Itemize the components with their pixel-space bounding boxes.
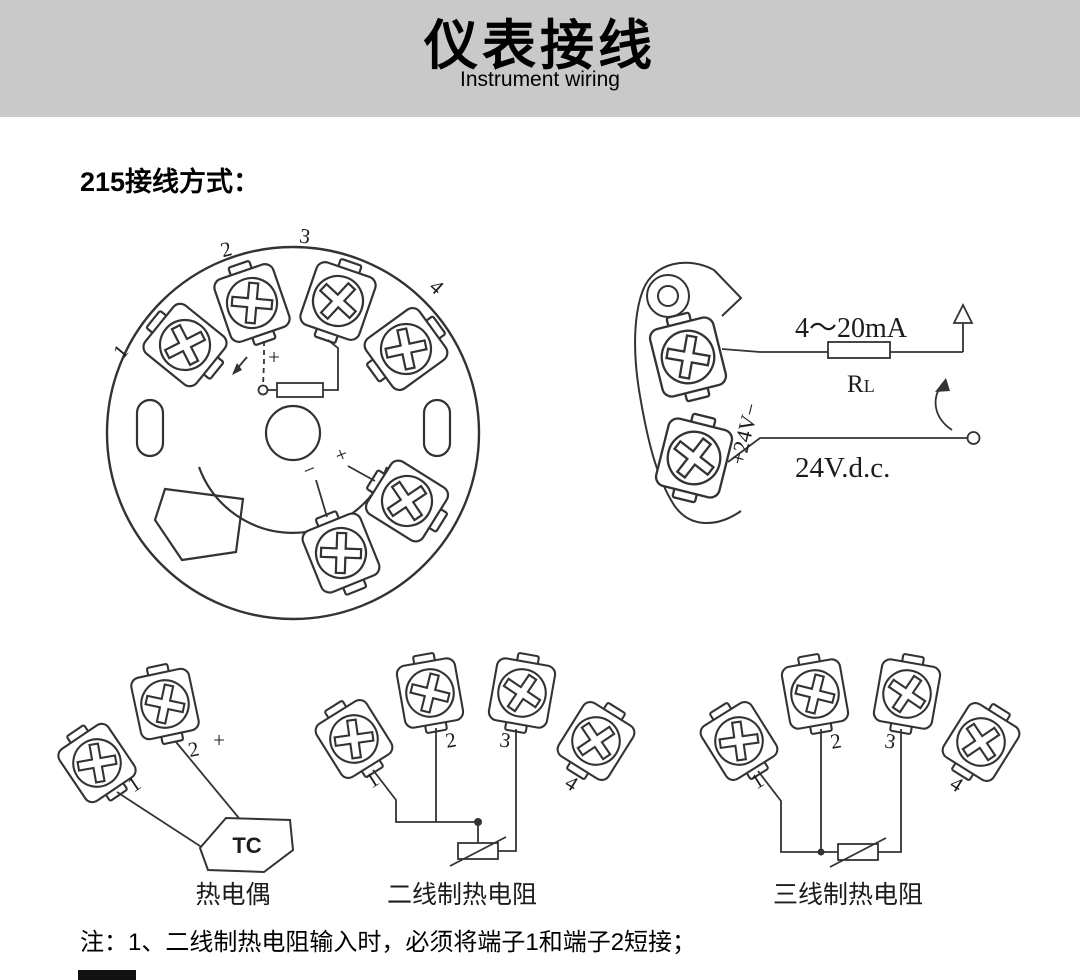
current-range-label: 4～20mA (795, 313, 908, 344)
rtd3-terminal-4-label: 4 (946, 771, 968, 797)
rtd2-terminal-2-label: 2 (444, 727, 459, 752)
tc-terminal-1-label: 1 (123, 771, 145, 797)
head-internal-wiring (232, 339, 376, 518)
supply-voltage-label: 24V.d.c. (795, 452, 890, 484)
rtd3-terminal-3-label: 3 (883, 728, 898, 753)
rtd3-terminal-4 (934, 692, 1028, 792)
head-plate-outline (105, 245, 481, 621)
head-output-terminal-minus (295, 502, 387, 604)
rtd2-terminal-3 (485, 648, 559, 738)
rtd2-terminal-4-label: 4 (561, 770, 583, 796)
tc-terminal-1 (49, 713, 145, 813)
head-slot-left (135, 398, 165, 458)
head-terminal-2-label: 2 (218, 236, 234, 262)
head-cutout (153, 487, 245, 562)
head-output-plus-label: + (331, 441, 351, 468)
head-terminal-4-label: 4 (425, 274, 449, 299)
rtd2-terminal-3-label: 3 (498, 727, 513, 752)
supply-polarity-label: +24V− (725, 400, 764, 467)
head-terminal-4 (353, 298, 459, 400)
rtd-3wire-diagram: 1 2 3 4 三线制热电阻 (692, 649, 1028, 909)
rtd2-caption: 二线制热电阻 (387, 881, 537, 909)
rtd2-terminal-4 (549, 691, 643, 791)
page-bottom-divider (78, 970, 136, 980)
loop-terminal-plus (644, 306, 732, 408)
tc-terminal-2 (127, 658, 203, 750)
rtd3-caption: 三线制热电阻 (773, 881, 923, 909)
rtd2-terminal-2 (393, 648, 467, 738)
loop-wiring (721, 302, 981, 463)
tc-wiring (116, 741, 244, 849)
head-terminal-3 (294, 251, 382, 351)
rtd3-terminal-2 (778, 649, 852, 739)
rtd3-terminal-1 (692, 691, 786, 791)
head-center-hole (264, 404, 322, 462)
rtd-2wire-diagram: 1 2 3 4 二线制热电阻 (307, 648, 643, 909)
rl-l: L (864, 376, 875, 396)
tc-caption: 热电偶 (195, 881, 270, 909)
rtd3-wiring (757, 729, 902, 868)
tc-tag-outline (198, 816, 295, 874)
tc-terminal-2-label: 2 (186, 736, 201, 762)
rtd2-terminal-1 (307, 689, 401, 789)
rl-r: R (847, 371, 864, 398)
current-loop-diagram: 4～20mA RL +24V− 24V.d.c. (634, 261, 981, 524)
bracket-outline (634, 261, 743, 524)
head-terminal-3-label: 3 (298, 223, 312, 248)
section-label: 215接线方式： (80, 167, 261, 197)
page-title: 仪表接线 (424, 16, 656, 76)
load-resistor-label: RL (847, 371, 875, 398)
thermocouple-diagram: 1 2 + TC 热电偶 (49, 658, 295, 909)
rtd3-terminal-2-label: 2 (829, 728, 844, 753)
tc-plus-label: + (213, 728, 225, 752)
rtd2-wiring (372, 728, 517, 867)
rtd3-terminal-3 (870, 649, 944, 739)
head-slot-right (422, 398, 452, 458)
page-subtitle: Instrument wiring (460, 67, 620, 91)
head-output-terminal-plus (354, 451, 460, 551)
head-sense-plus-label: + (268, 345, 280, 369)
tc-tag-text: TC (232, 833, 261, 858)
loop-terminal-minus (650, 407, 738, 509)
transmitter-head-diagram: 1 2 3 4 + − + (105, 223, 481, 621)
header-banner: 仪表接线 Instrument wiring (0, 0, 1080, 117)
head-output-minus-label: − (299, 456, 319, 483)
wiring-note: 注：1、二线制热电阻输入时，必须将端子1和端子2短接； (80, 929, 697, 956)
